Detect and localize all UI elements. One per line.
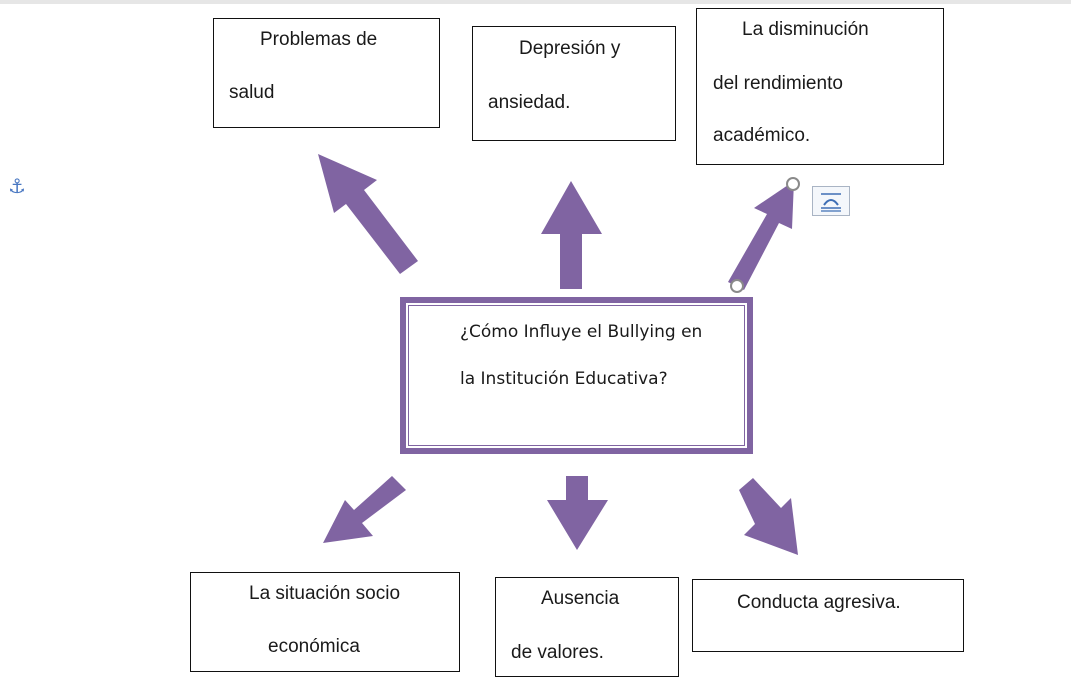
- arrow-up[interactable]: [541, 181, 602, 289]
- selection-handle-end[interactable]: [786, 177, 800, 191]
- central-question-line2: la Institución Educativa?: [460, 369, 668, 389]
- box-academic-performance[interactable]: La disminución del rendimiento académico…: [696, 8, 944, 165]
- box-socioeconomic-line2: económica: [268, 636, 360, 657]
- arrow-up-right[interactable]: [728, 181, 794, 290]
- box-socioeconomic-line1: La situación socio: [249, 583, 401, 604]
- top-border: [0, 0, 1071, 4]
- box-health-problems-line1: Problemas de: [260, 29, 378, 50]
- central-question-inner-border: [408, 305, 745, 446]
- arrow-up-left[interactable]: [318, 154, 418, 274]
- anchor-icon[interactable]: ⚓: [8, 174, 26, 198]
- box-lack-of-values-line1: Ausencia: [541, 588, 620, 609]
- box-lack-of-values[interactable]: Ausencia de valores.: [495, 577, 679, 677]
- arrow-down-right[interactable]: [739, 478, 798, 555]
- box-depression-anxiety-line2: ansiedad.: [488, 92, 571, 113]
- arrow-down[interactable]: [547, 476, 608, 550]
- box-depression-anxiety[interactable]: Depresión y ansiedad.: [472, 26, 676, 141]
- layout-options-glyph: [821, 193, 841, 212]
- box-aggressive-behavior-line1: Conducta agresiva.: [737, 592, 901, 613]
- arrow-down-left[interactable]: [323, 476, 406, 543]
- box-academic-performance-line2: del rendimiento: [713, 73, 843, 94]
- box-health-problems[interactable]: Problemas de salud: [213, 18, 440, 128]
- box-academic-performance-line1: La disminución: [742, 19, 869, 40]
- box-aggressive-behavior[interactable]: Conducta agresiva.: [692, 579, 964, 652]
- central-question-box[interactable]: ¿Cómo Influye el Bullying en la Instituc…: [400, 297, 753, 454]
- central-question-line1: ¿Cómo Influye el Bullying en: [460, 322, 703, 342]
- layout-options-icon[interactable]: [812, 186, 850, 216]
- box-health-problems-line2: salud: [229, 82, 275, 103]
- selection-handle-start[interactable]: [730, 279, 744, 293]
- box-depression-anxiety-line1: Depresión y: [519, 38, 621, 59]
- box-lack-of-values-line2: de valores.: [511, 642, 604, 663]
- arrows-layer: [318, 154, 800, 555]
- box-academic-performance-line3: académico.: [713, 125, 811, 146]
- box-socioeconomic-situation[interactable]: La situación socio económica: [190, 572, 460, 672]
